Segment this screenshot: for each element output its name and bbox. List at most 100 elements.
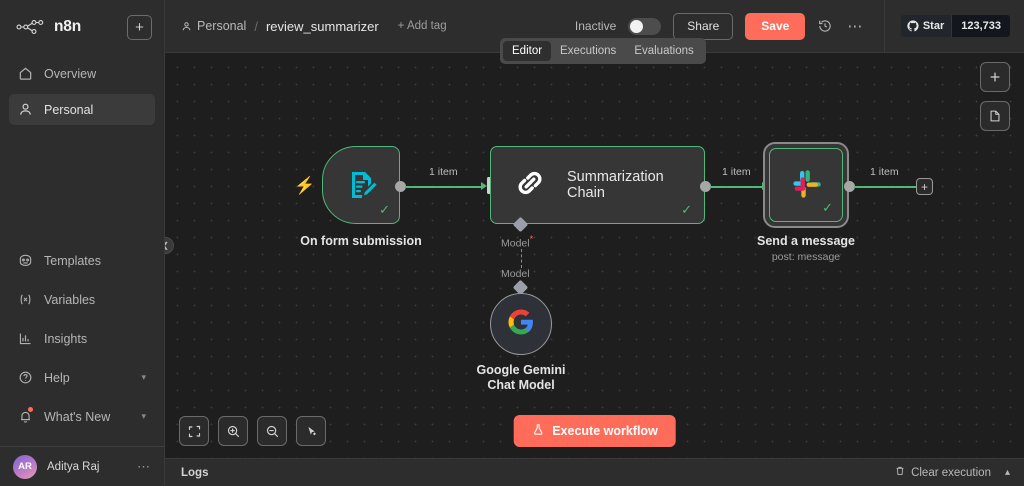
form-icon: [347, 169, 379, 206]
node-send-a-message[interactable]: ✓: [769, 148, 843, 222]
n8n-logo-icon: [16, 18, 46, 36]
canvas-tool-panel: [980, 62, 1010, 131]
github-star-count: 123,733: [951, 15, 1010, 37]
logs-bar[interactable]: Logs Clear execution ▴: [165, 458, 1024, 486]
chevron-up-icon[interactable]: ▴: [1004, 467, 1010, 478]
node-success-check-icon: ✓: [822, 200, 833, 215]
save-button[interactable]: Save: [745, 12, 806, 40]
connection-chain-to-slack[interactable]: [710, 186, 766, 188]
node-on-form-submission[interactable]: ✓: [322, 146, 400, 224]
sidebar-item-insights[interactable]: Insights: [9, 323, 155, 354]
logs-title: Logs: [181, 466, 209, 479]
insights-icon: [18, 331, 33, 346]
create-workflow-button[interactable]: +: [127, 14, 152, 40]
user-menu-dots-icon[interactable]: ⋯: [137, 458, 151, 474]
node-title-summarization-chain: Summarization Chain: [567, 169, 664, 201]
sidebar-item-variables[interactable]: Variables: [9, 284, 155, 315]
node-label-google-gemini-chat-model: Google Gemini Chat Model: [476, 363, 566, 392]
sidebar-item-overview[interactable]: Overview: [9, 58, 155, 89]
editor-main: Personal / review_summarizer + Add tag I…: [165, 0, 1024, 486]
fit-view-button[interactable]: [179, 416, 209, 446]
sidebar-item-label: What's New: [44, 409, 111, 424]
add-tag-button[interactable]: + Add tag: [397, 20, 447, 32]
sidebar-spacer: [0, 130, 164, 245]
flask-icon: [531, 423, 544, 439]
connection-arrow-icon: [481, 182, 487, 190]
brand-row: n8n +: [10, 10, 154, 44]
github-star-left: Star: [900, 15, 952, 37]
github-star-button[interactable]: Star 123,733: [900, 15, 1010, 37]
reset-zoom-button[interactable]: [296, 416, 326, 446]
user-name: Aditya Raj: [47, 460, 100, 473]
clear-execution-label: Clear execution: [911, 466, 991, 479]
node-output-port-chain[interactable]: [700, 181, 711, 192]
workflow-name[interactable]: review_summarizer: [265, 18, 379, 34]
sidebar-item-templates[interactable]: Templates: [9, 245, 155, 276]
brand-name: n8n: [54, 18, 81, 35]
breadcrumb: Personal / review_summarizer + Add tag: [181, 19, 447, 34]
tab-executions[interactable]: Executions: [560, 45, 617, 57]
sidebar-item-label: Personal: [44, 102, 94, 117]
notification-badge: [28, 407, 33, 412]
sidebar-item-help[interactable]: Help ▾: [9, 362, 155, 393]
add-next-node-button[interactable]: +: [916, 178, 933, 195]
sidebar-collapse-button[interactable]: ❮: [165, 237, 174, 254]
sidebar-secondary-nav: Templates Variables Insi: [0, 245, 164, 440]
chevron-down-icon: ▾: [141, 372, 146, 382]
user-menu[interactable]: AR Aditya Raj ⋯: [0, 447, 164, 486]
connection-label-3: 1 item: [867, 166, 902, 178]
node-summarization-chain[interactable]: Summarization Chain ✓: [490, 146, 705, 224]
breadcrumb-separator: /: [254, 18, 258, 34]
sub-port-label-model-required: Model*: [501, 234, 534, 250]
templates-icon: [18, 253, 33, 268]
node-label-send-a-message: Send a message: [757, 234, 855, 248]
share-button[interactable]: Share: [673, 12, 734, 40]
canvas-zoom-controls: [179, 416, 326, 446]
sidebar-item-whats-new[interactable]: What's New ▾: [9, 401, 155, 432]
slack-icon: [790, 167, 824, 206]
workflow-more-menu[interactable]: ⋯: [847, 18, 864, 35]
sidebar-primary-nav: Overview Personal: [0, 58, 164, 130]
node-success-check-icon: ✓: [379, 202, 390, 217]
connection-slack-to-end[interactable]: [854, 186, 918, 188]
sub-connection-endpoint-label: Model: [501, 268, 530, 280]
zoom-out-button[interactable]: [257, 416, 287, 446]
home-icon: [18, 66, 33, 81]
zoom-in-button[interactable]: [218, 416, 248, 446]
clear-execution-button[interactable]: Clear execution: [894, 465, 991, 480]
add-node-button[interactable]: [980, 62, 1010, 92]
add-sticky-note-button[interactable]: [980, 101, 1010, 131]
bell-icon: [18, 409, 33, 424]
sidebar-item-personal[interactable]: Personal: [9, 94, 155, 125]
activation-toggle[interactable]: [628, 17, 662, 35]
github-star-label: Star: [922, 20, 945, 32]
node-google-gemini-chat-model[interactable]: [490, 293, 552, 355]
connection-label-1: 1 item: [426, 166, 461, 178]
activation-status-label: Inactive: [574, 19, 617, 33]
execute-workflow-button[interactable]: Execute workflow: [513, 415, 676, 447]
person-icon: [18, 102, 33, 117]
variables-icon: [18, 292, 33, 307]
breadcrumb-project[interactable]: Personal: [181, 19, 246, 33]
github-icon: [907, 20, 919, 32]
main-sidebar: n8n + Overview Per: [0, 0, 165, 486]
node-output-port-slack[interactable]: [844, 181, 855, 192]
tab-evaluations[interactable]: Evaluations: [634, 45, 694, 57]
execute-workflow-label: Execute workflow: [552, 424, 658, 438]
workflow-canvas[interactable]: ❮ ⚡: [165, 53, 1024, 458]
sidebar-item-label: Overview: [44, 66, 97, 81]
sidebar-item-label: Templates: [44, 253, 101, 268]
history-icon[interactable]: [817, 18, 833, 34]
connection-form-to-chain[interactable]: [405, 186, 483, 188]
sidebar-divider: [0, 446, 164, 447]
avatar: AR: [13, 454, 37, 479]
header-actions: Inactive Share Save ⋯: [575, 0, 1010, 53]
tab-editor[interactable]: Editor: [503, 41, 552, 61]
node-output-port-form[interactable]: [395, 181, 406, 192]
chevron-down-icon: ▾: [141, 411, 146, 421]
sidebar-header: n8n +: [0, 0, 164, 44]
sub-connection-line-upper[interactable]: [520, 249, 522, 268]
connection-label-2: 1 item: [719, 166, 754, 178]
header-divider: [883, 0, 885, 53]
help-icon: [18, 370, 33, 385]
